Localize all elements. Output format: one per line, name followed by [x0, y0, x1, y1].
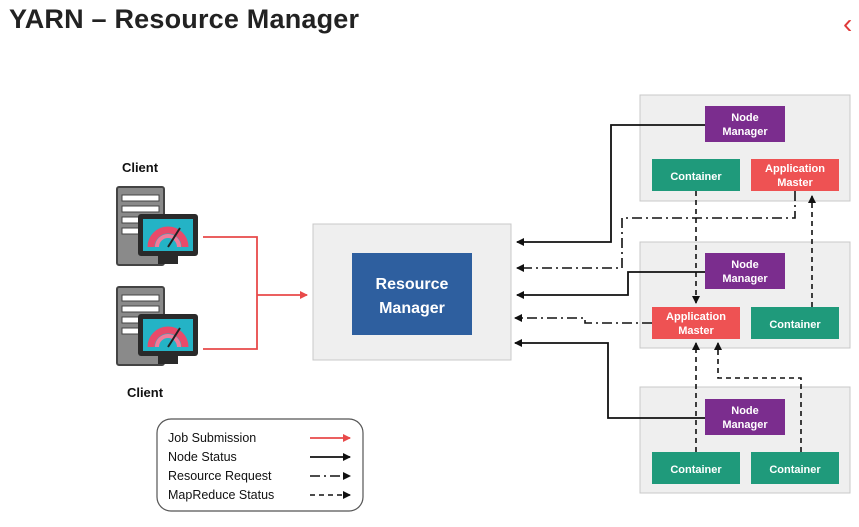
node-manager-1[interactable]	[705, 106, 785, 142]
resource-manager-label-1: Resource	[376, 276, 449, 293]
node-manager-1-label-2: Manager	[722, 126, 768, 138]
job-submission-arrows	[203, 236, 308, 350]
container-1a-label: Container	[670, 171, 722, 183]
container-2b[interactable]	[751, 307, 839, 339]
client-bottom-label: Client	[127, 385, 164, 400]
application-master-2-label-1: Application	[666, 311, 726, 323]
chevron-left-icon[interactable]: ‹	[843, 8, 853, 39]
application-master-2-label-2: Master	[678, 325, 714, 337]
container-3a[interactable]	[652, 452, 740, 484]
mapreduce-status-arrows	[692, 191, 816, 452]
client-top-icon	[116, 186, 198, 266]
container-3b-label: Container	[769, 464, 821, 476]
container-1a[interactable]	[652, 159, 740, 191]
legend-mapreduce-status-label: MapReduce Status	[168, 488, 274, 502]
node-manager-2-label-1: Node	[731, 259, 759, 271]
application-master-1-label-1: Application	[765, 163, 825, 175]
application-master-2[interactable]	[652, 307, 740, 339]
legend-box	[156, 418, 364, 512]
container-2b-label: Container	[769, 319, 821, 331]
client-bottom-icon	[116, 286, 198, 366]
node-manager-2-label-2: Manager	[722, 273, 768, 285]
client-top-label: Client	[122, 160, 159, 175]
legend-job-submission-label: Job Submission	[168, 431, 256, 445]
container-3b[interactable]	[751, 452, 839, 484]
container-3a-label: Container	[670, 464, 722, 476]
legend-node-status-label: Node Status	[168, 450, 237, 464]
node-manager-1-label-1: Node	[731, 112, 759, 124]
resource-manager-label-2: Manager	[379, 300, 445, 317]
legend-resource-request-label: Resource Request	[168, 469, 272, 483]
node-status-arrows	[514, 124, 705, 419]
page-title: YARN – Resource Manager	[9, 4, 360, 34]
node-manager-2[interactable]	[705, 253, 785, 289]
application-master-1-label-2: Master	[777, 177, 813, 189]
resource-request-arrows	[514, 191, 796, 324]
node-manager-3-label-2: Manager	[722, 419, 768, 431]
application-master-1[interactable]	[751, 159, 839, 191]
node-manager-3-label-1: Node	[731, 405, 759, 417]
resource-manager-box[interactable]	[352, 253, 472, 335]
node-manager-3[interactable]	[705, 399, 785, 435]
